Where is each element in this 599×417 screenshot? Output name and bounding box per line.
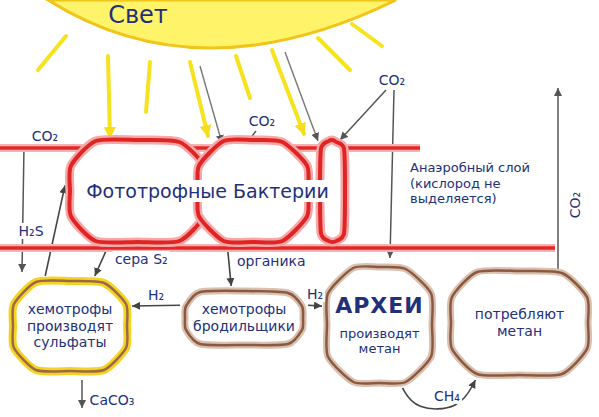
- light-ray: [108, 56, 110, 138]
- chemotroph-box: хемотрофы производят сульфаты: [8, 276, 132, 376]
- node-label: АРХЕИ: [335, 293, 424, 319]
- layer-label: Анаэробный слой (кислород не выделяется): [410, 160, 550, 207]
- cell-halo: [185, 291, 303, 345]
- cell-halo: [450, 270, 588, 375]
- edge-label: сера S₂: [113, 250, 170, 266]
- ray-arrow: [285, 52, 318, 141]
- edge-label: H₂: [305, 286, 325, 302]
- product-label: CaCO₃: [88, 392, 137, 408]
- caco3-arrow: [81, 380, 83, 408]
- connector-arrow: [403, 380, 476, 409]
- co2-arrow: [340, 90, 386, 140]
- connector-arrow: [308, 304, 322, 306]
- chemotroph-box: хемотрофы бродильщики: [180, 286, 308, 350]
- edge-label: H₂: [146, 287, 166, 303]
- light-rays: [38, 24, 382, 138]
- node-label: Фототрофные Бактерии: [83, 180, 332, 203]
- light-ray: [38, 36, 66, 70]
- anaerobic-layer: Фототрофные Бактерии Анаэробный слой (кис…: [0, 140, 560, 252]
- light-ray: [190, 62, 208, 136]
- cell-wall: [450, 270, 588, 375]
- node-label: хемотрофы бродильщики: [192, 301, 296, 335]
- cell-halo: [326, 266, 432, 383]
- node-body: производят метан: [334, 326, 425, 357]
- light-ray: [146, 62, 150, 112]
- light-ray: [236, 56, 250, 98]
- phototroph-cells: Фототрофные Бактерии: [65, 135, 350, 247]
- ray-arrow: [200, 66, 222, 143]
- edge-label: CH₄: [432, 388, 462, 404]
- light-ray: [318, 38, 350, 70]
- connector-arrow: [132, 304, 180, 306]
- sun: [48, 0, 396, 48]
- co2-label: CO₂: [377, 72, 407, 88]
- archaea-box: АРХЕИ производят метан: [322, 262, 437, 388]
- co2-arrow: [390, 90, 394, 258]
- edge-label: H₂S: [17, 223, 46, 239]
- archaea-box: потребляют метан: [446, 266, 593, 380]
- node-label: хемотрофы производят сульфаты: [20, 301, 120, 351]
- connector-arrow: [45, 185, 65, 276]
- light-label: Свет: [106, 2, 170, 30]
- co2-label: CO₂: [567, 190, 583, 220]
- layer-border: [0, 246, 555, 250]
- light-ray: [352, 24, 382, 46]
- cell-wall: [12, 280, 127, 371]
- edge-label: органика: [235, 252, 308, 268]
- co2-label: CO₂: [247, 113, 277, 129]
- node-outline: [322, 262, 437, 388]
- ray-arrows: [200, 52, 318, 143]
- connector-arrow: [227, 247, 231, 286]
- co2-label: CO₂: [30, 128, 60, 144]
- co2-arrow: [557, 88, 559, 285]
- cell-wall: [185, 291, 303, 345]
- cell-halo: [12, 280, 127, 371]
- node-label: потребляют метан: [458, 306, 581, 340]
- cell-wall: [326, 266, 432, 383]
- co2-arrow: [22, 146, 24, 272]
